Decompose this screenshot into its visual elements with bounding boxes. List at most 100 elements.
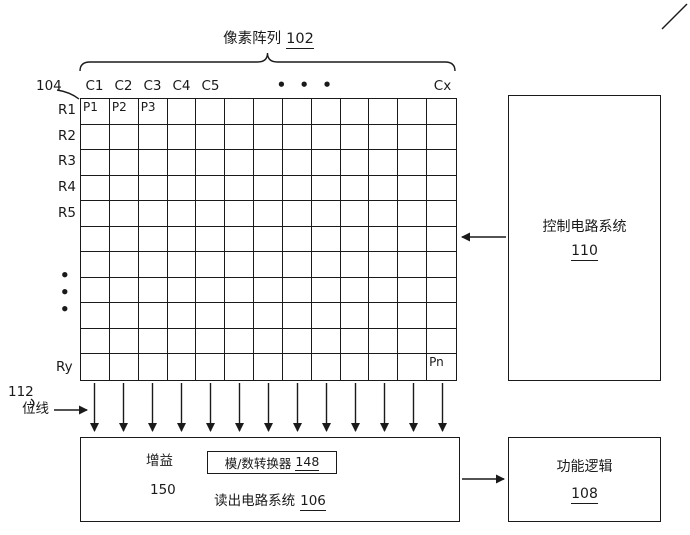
pixel-cell [311, 99, 341, 125]
pixel-cell [196, 328, 226, 355]
pixel-cell: P2 [109, 99, 139, 125]
pixel-cell [427, 99, 456, 125]
pixel-cell [138, 226, 168, 253]
pixel-cell [311, 252, 341, 278]
pixel-cell [369, 277, 399, 304]
pixel-cell [282, 252, 312, 278]
pixel-cell [109, 252, 139, 278]
pixel-cell [167, 328, 197, 355]
pixel-cell [427, 278, 456, 304]
pixel-cell [167, 303, 197, 329]
pixel-cell [369, 252, 399, 278]
pixel-cell [398, 99, 428, 125]
row-label: R4 [58, 179, 76, 196]
pixel-cell [398, 201, 428, 227]
pixel-cell [341, 354, 370, 380]
pixel-cell [283, 354, 312, 380]
pixel-cell [81, 354, 110, 380]
function-logic-ref: 108 [571, 485, 598, 504]
pixel-cell [225, 277, 255, 304]
col-label: C1 [85, 78, 104, 94]
pixel-cell [311, 303, 341, 329]
readout-ref: 106 [300, 493, 326, 511]
gain-label: 增益 [146, 453, 173, 469]
col-label: C2 [114, 78, 133, 94]
function-logic-box: 功能逻辑 108 [508, 437, 661, 522]
pixel-cell [427, 303, 456, 329]
pixel-cell [282, 124, 312, 151]
pixel-cell [196, 303, 226, 329]
pixel-cell [340, 201, 370, 227]
pixel-cell [254, 175, 283, 202]
pixel-array-ref: 102 [286, 31, 314, 49]
pixel-cell [109, 201, 139, 227]
pixel-cell [167, 226, 197, 253]
row-label: R2 [58, 127, 76, 144]
pixel-cell [81, 150, 110, 176]
pixel-cell [311, 277, 341, 304]
row-ellipsis-dot: • [60, 266, 70, 285]
pixel-cell [81, 226, 110, 253]
pixel-cell [369, 354, 399, 380]
function-logic-label: 功能逻辑 [556, 458, 613, 475]
pixel-cell [109, 226, 139, 253]
pixel-cell [340, 226, 370, 253]
control-ref: 110 [571, 242, 598, 261]
pixel-cell [254, 354, 283, 380]
pixel-cell [427, 125, 456, 151]
pixel-cell [282, 277, 312, 304]
pixel-cell [109, 175, 139, 202]
pixel-cell [196, 201, 226, 227]
array-brace [79, 52, 456, 72]
pixel-cell [81, 303, 110, 329]
pixel-cell [282, 150, 312, 176]
pixel-cell [311, 175, 341, 202]
pixel-cell [167, 99, 197, 125]
pixel-cell [138, 303, 168, 329]
pixel-cell [138, 277, 168, 304]
pixel-cell [311, 226, 341, 253]
pixel-cell [254, 277, 283, 304]
pixel-cell [254, 328, 283, 355]
pixel-cell [138, 175, 168, 202]
pixel-cell [340, 124, 370, 151]
pixel-cell [81, 277, 110, 304]
pixel-cell [369, 328, 399, 355]
pixel-cell [427, 329, 456, 355]
row-label: R5 [58, 205, 76, 222]
pixel-cell [110, 354, 139, 380]
pixel-cell [398, 175, 428, 202]
pixel-cell [398, 124, 428, 151]
row-ellipsis-dot: • [60, 300, 70, 319]
col-label: C5 [201, 78, 220, 94]
pixel-cell [196, 99, 226, 125]
pixel-cell [311, 328, 341, 355]
pixel-cell [398, 150, 428, 176]
adc-label: 模/数转换器 [224, 456, 292, 471]
row-label: R3 [58, 153, 76, 170]
pixel-cell [340, 99, 370, 125]
pixel-cell [168, 354, 197, 380]
pixel-cell [139, 354, 168, 380]
pixel-cell [282, 175, 312, 202]
pixel-cell [225, 328, 255, 355]
pixel-cell [282, 328, 312, 355]
pixel-cell [81, 124, 110, 151]
ref-150-label: 150 [150, 482, 176, 498]
pixel-cell [369, 226, 399, 253]
pixel-cell [398, 303, 428, 329]
pixel-cell [196, 354, 226, 380]
pixel-cell [254, 124, 283, 151]
pixel-cell [254, 303, 283, 329]
pixel-cell [340, 277, 370, 304]
control-box: 控制电路系统 110 [508, 95, 661, 381]
pixel-cell [196, 150, 226, 176]
pixel-cell [427, 227, 456, 253]
pixel-cell [225, 354, 255, 380]
pixel-cell [254, 201, 283, 227]
pixel-cell [340, 328, 370, 355]
pixel-cell [167, 175, 197, 202]
pixel-cell [81, 201, 110, 227]
